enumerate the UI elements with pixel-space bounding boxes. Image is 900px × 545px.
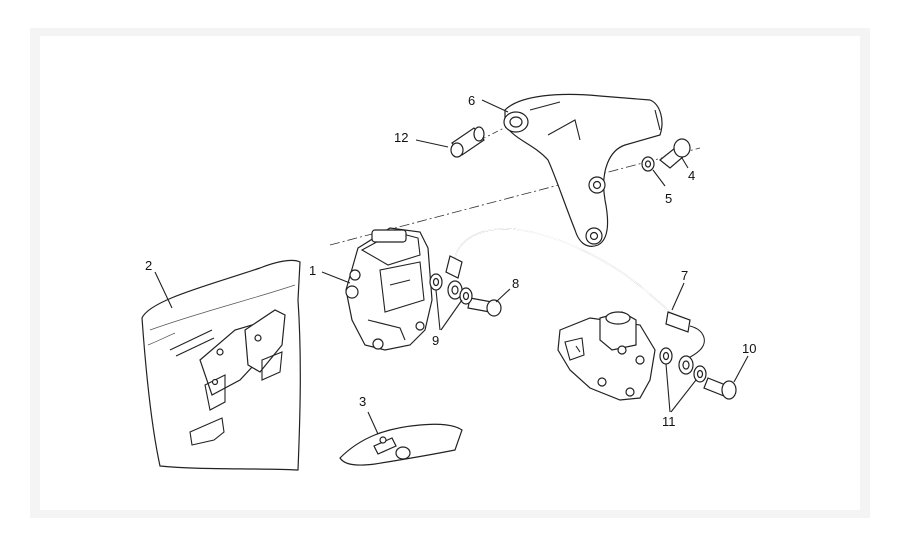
valve-banjo-bolt bbox=[703, 377, 737, 400]
bushing bbox=[450, 126, 485, 158]
caliper-bracket bbox=[503, 93, 663, 247]
callout-5: 5 bbox=[665, 191, 672, 206]
bushing-axis-line bbox=[479, 124, 511, 141]
brake-pad-right bbox=[244, 309, 286, 373]
bracket-washer bbox=[641, 156, 655, 172]
leader-lines bbox=[154, 99, 749, 435]
callout-9: 9 bbox=[432, 333, 439, 348]
callout-2: 2 bbox=[145, 258, 152, 273]
valve-copper-washers bbox=[659, 347, 707, 383]
brake-caliper bbox=[345, 227, 433, 351]
callout-7: 7 bbox=[681, 268, 688, 283]
callout-3: 3 bbox=[359, 394, 366, 409]
callout-12: 12 bbox=[394, 130, 408, 145]
bracket-screw bbox=[659, 138, 691, 169]
brake-pad-kit-bag bbox=[141, 259, 301, 471]
callout-4: 4 bbox=[688, 168, 695, 183]
callout-1: 1 bbox=[309, 263, 316, 278]
callout-6: 6 bbox=[468, 93, 475, 108]
brake-pressure-valve bbox=[557, 311, 656, 401]
callout-8: 8 bbox=[512, 276, 519, 291]
callout-11: 11 bbox=[662, 414, 676, 429]
callout-10: 10 bbox=[742, 341, 756, 356]
bleed-screw-kit-bag bbox=[339, 423, 463, 466]
caliper-banjo-bolt bbox=[467, 297, 502, 317]
caliper-copper-washers bbox=[429, 273, 473, 305]
